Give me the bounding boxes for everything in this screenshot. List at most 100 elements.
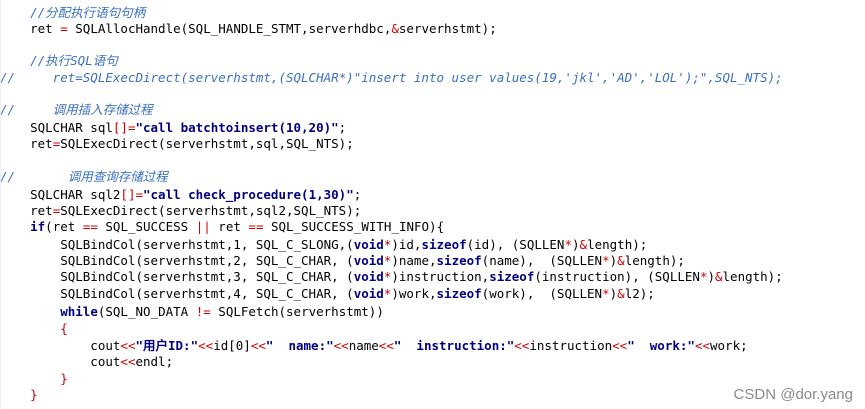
code-token [0,219,30,234]
code-token: l2); [624,286,655,301]
code-line: cout<<endl; [0,353,173,370]
code-token: SQLCHAR sql [0,120,113,135]
code-token: * [564,237,572,252]
code-token: << [250,338,266,353]
code-token: " work:" [627,338,695,353]
code-token: void [353,286,384,301]
code-token: )name, [391,253,437,268]
code-token: == [82,219,98,234]
code-line: } [0,370,68,387]
code-token: void [353,253,384,268]
code-token: (instruction), (SQLLEN [534,269,700,284]
code-token: name [348,338,379,353]
code-token: * [602,286,610,301]
code-token: != [195,304,211,319]
code-line: //分配执行语句句柄 [0,4,145,21]
code-token: << [333,338,349,353]
code-token: " name:" [265,338,334,353]
code-token: //分配执行语句句柄 [0,5,146,20]
code-token: ) [609,253,618,268]
code-line: ret = SQLAllocHandle(SQL_HANDLE_STMT,ser… [0,20,497,37]
code-line: if(ret == SQL_SUCCESS || ret == SQL_SUCC… [0,218,444,235]
code-token: = [52,136,61,151]
code-token: sizeof [489,269,535,284]
code-token: == [248,219,264,234]
code-token: || [195,219,211,234]
code-token: * [383,237,392,252]
code-token: endl; [135,354,174,369]
code-line: } [0,386,38,403]
code-token: SQLExecDirect(serverhstmt,sql2,SQL_NTS); [60,203,362,218]
code-token: << [120,354,136,369]
code-token: )work, [391,286,437,301]
code-token: ) [707,269,715,284]
code-token: (SQL_NO_DATA [97,304,196,319]
code-token: id[0] [213,338,251,353]
code-line: SQLCHAR sql[]="call batchtoinsert(10,20)… [0,119,346,136]
code-token: ; [353,187,362,202]
code-token: ret [210,219,249,234]
code-token: void [353,237,384,252]
code-token: sizeof [436,286,482,301]
editor-left-edge [0,0,1,409]
code-token: // 调用插入存储过程 [0,102,153,117]
code-token: length); [624,253,685,268]
code-token: serverhstmt); [398,21,497,36]
code-token: SQLBindCol(serverhstmt,4, SQL_C_CHAR, ( [0,286,354,301]
code-token: sizeof [421,237,467,252]
code-token: & [715,269,723,284]
code-token: << [514,338,530,353]
code-token: (ret [45,219,83,234]
code-line: ret=SQLExecDirect(serverhstmt,sql,SQL_NT… [0,135,354,152]
code-token: SQLExecDirect(serverhstmt,sql,SQL_NTS); [60,136,354,151]
code-line: SQLBindCol(serverhstmt,2, SQL_C_CHAR, (v… [0,252,685,269]
code-token: work; [710,338,748,353]
code-token: "用户ID:" [135,338,199,353]
code-token: * [383,269,392,284]
csdn-watermark: CSDN @dor.yang [733,386,853,403]
code-token: << [694,338,710,353]
code-token: * [602,253,610,268]
code-token: ret [0,203,53,218]
code-line: // 调用插入存储过程 [0,101,153,118]
code-line: SQLCHAR sql2[]="call check_procedure(1,3… [0,186,361,203]
code-token: << [198,338,214,353]
code-token: SQLCHAR sql2 [0,187,121,202]
code-token: SQL_SUCCESS_WITH_INFO){ [263,219,445,234]
code-token: ret [0,21,61,36]
code-token: & [617,253,625,268]
code-token: } [0,387,38,402]
code-line: SQLBindCol(serverhstmt,4, SQL_C_CHAR, (v… [0,285,655,302]
code-token: //执行SQL语句 [0,53,118,68]
code-token [0,304,60,319]
code-token: SQLBindCol(serverhstmt,2, SQL_C_CHAR, ( [0,253,354,268]
code-line: SQLBindCol(serverhstmt,1, SQL_C_SLONG,(v… [0,236,647,253]
code-token: void [353,269,384,284]
code-line: cout<<"用户ID:"<<id[0]<<" name:"<<name<<" … [0,337,748,354]
code-token: * [383,253,392,268]
code-token: & [617,286,625,301]
code-token: SQLAllocHandle(SQL_HANDLE_STMT,serverhdb… [67,21,392,36]
code-token: * [383,286,392,301]
code-token: (name), (SQLLEN [481,253,603,268]
code-token: SQLBindCol(serverhstmt,1, SQL_C_SLONG,( [0,237,354,252]
code-token: << [120,338,136,353]
code-token: << [612,338,628,353]
code-line: while(SQL_NO_DATA != SQLFetch(serverhstm… [0,303,384,320]
code-line: // ret=SQLExecDirect(serverhstmt,(SQLCHA… [0,69,783,86]
code-token: // ret=SQLExecDirect(serverhstmt,(SQLCHA… [0,70,783,85]
code-token: instruction [529,338,613,353]
code-token: ; [338,120,347,135]
code-token: } [0,371,68,386]
code-line: //执行SQL语句 [0,52,118,69]
code-token: (id), (SQLLEN [466,237,565,252]
code-token: << [378,338,394,353]
code-token: SQLBindCol(serverhstmt,3, SQL_C_CHAR, ( [0,269,354,284]
code-token: ) [572,237,580,252]
code-token: []= [112,120,136,135]
code-token: = [60,21,68,36]
code-token: SQL_SUCCESS [97,219,196,234]
code-token: { [0,321,68,336]
code-token: sizeof [436,253,482,268]
